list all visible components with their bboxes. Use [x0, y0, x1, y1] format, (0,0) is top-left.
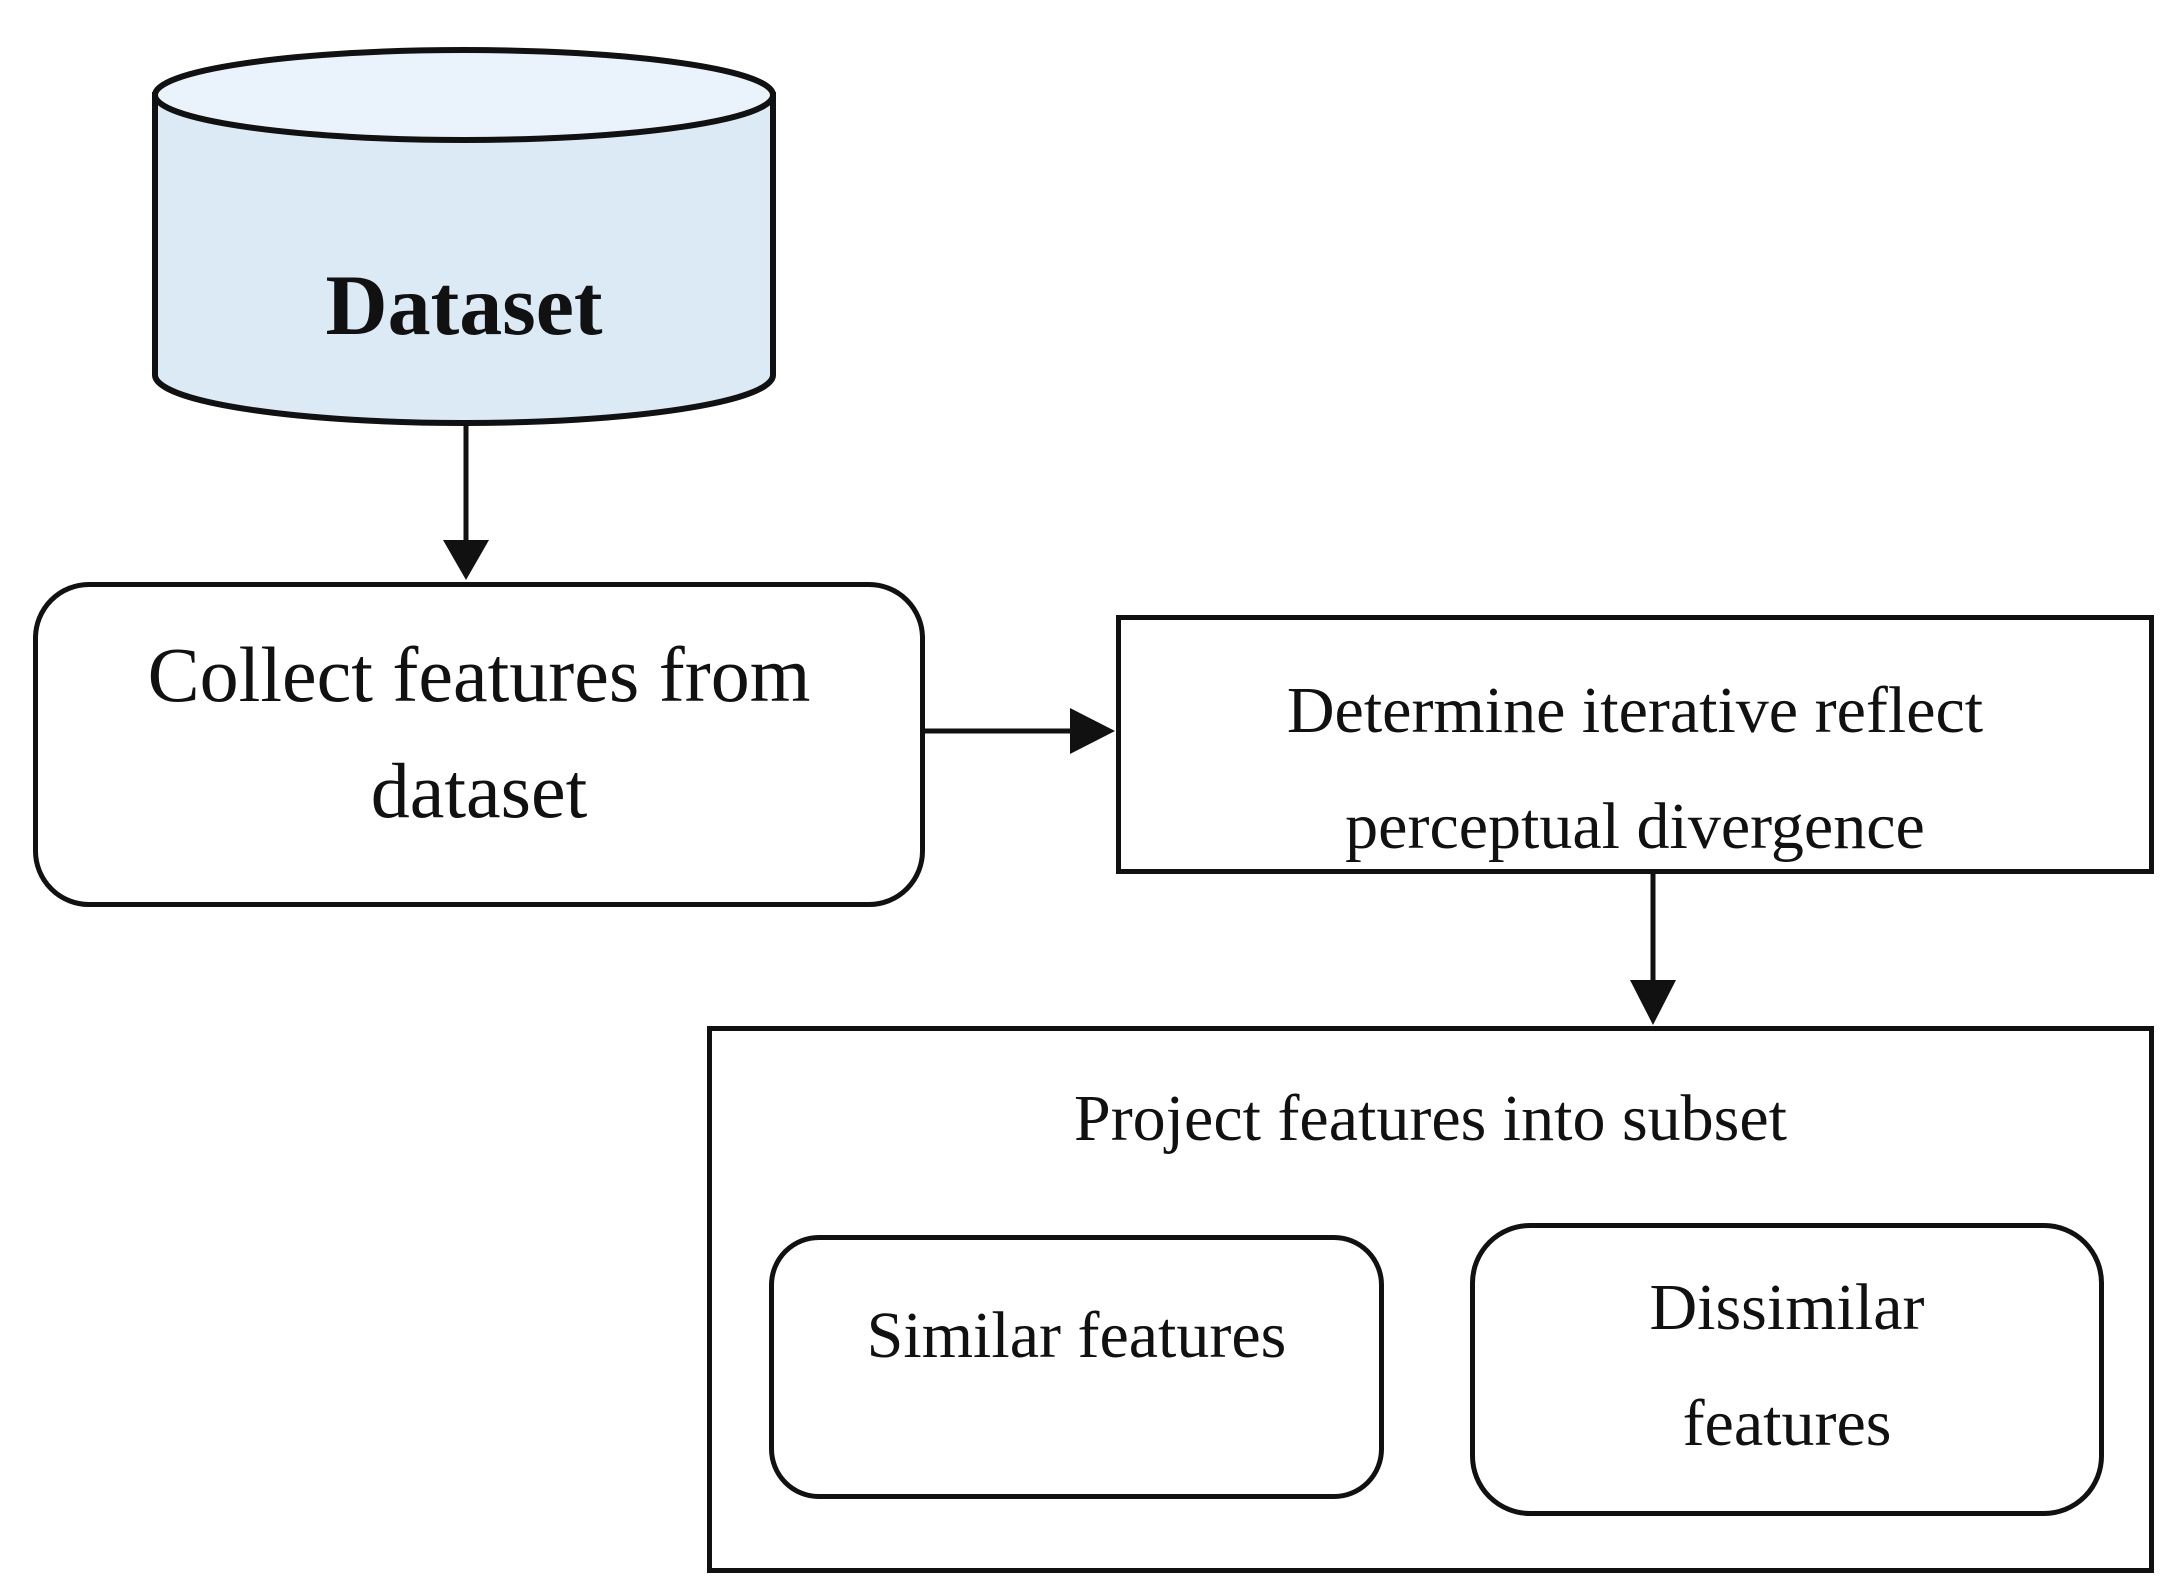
dataset-label: Dataset — [325, 257, 603, 353]
dissimilar-features-node: Dissimilar features — [1470, 1223, 2104, 1516]
collect-features-line2: dataset — [370, 747, 588, 834]
collect-features-line1: Collect features from — [147, 631, 811, 718]
dataset-cylinder-top — [152, 47, 776, 143]
determine-divergence-node: Determine iterative reflect perceptual d… — [1116, 615, 2154, 874]
arrow-collect-to-determine — [925, 708, 1115, 754]
dataset-cylinder-body — [152, 92, 776, 426]
similar-features-label: Similar features — [866, 1299, 1287, 1372]
determine-line1: Determine iterative reflect — [1286, 674, 1984, 747]
project-features-title: Project features into subset — [1074, 1082, 1787, 1155]
dissimilar-features-line2: features — [1682, 1387, 1892, 1460]
arrow-determine-to-project — [1630, 873, 1676, 1025]
determine-line2: perceptual divergence — [1345, 790, 1925, 863]
dataset-cylinder — [152, 47, 776, 426]
arrow-dataset-to-collect — [443, 425, 489, 580]
similar-features-node: Similar features — [769, 1235, 1384, 1499]
collect-features-node: Collect features from dataset — [33, 582, 925, 907]
dissimilar-features-line1: Dissimilar — [1649, 1271, 1925, 1344]
